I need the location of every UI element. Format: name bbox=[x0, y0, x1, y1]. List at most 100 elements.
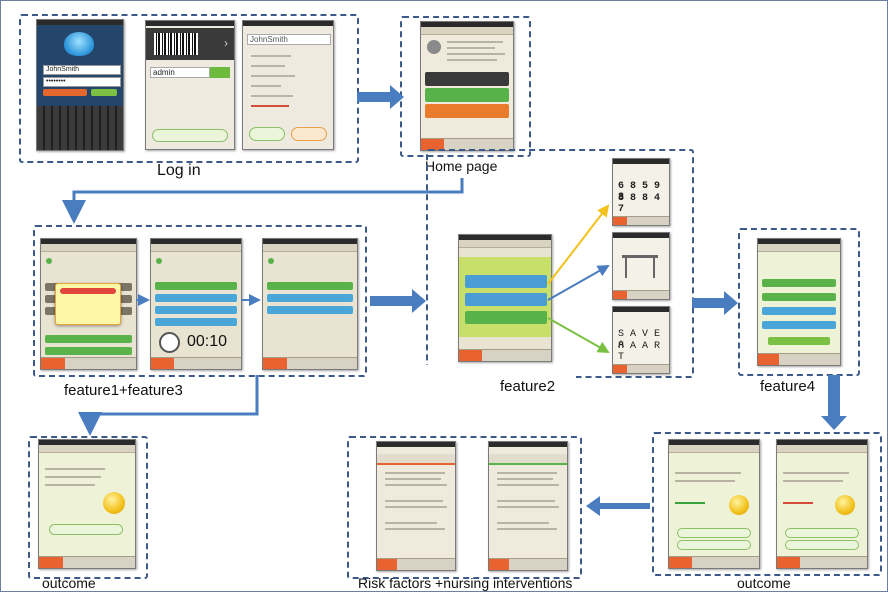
table-leg bbox=[625, 258, 627, 278]
title-bar bbox=[421, 27, 513, 35]
enter-button[interactable] bbox=[152, 129, 228, 142]
patient-info bbox=[447, 59, 497, 61]
task-item-digits[interactable] bbox=[465, 275, 547, 288]
question-row[interactable] bbox=[45, 335, 132, 343]
submit-row[interactable] bbox=[768, 337, 830, 345]
label-outcome-right: outcome bbox=[737, 575, 791, 591]
bottom-nav[interactable] bbox=[489, 558, 567, 570]
outcome-left-group bbox=[28, 436, 148, 579]
tab-bar[interactable] bbox=[377, 454, 455, 465]
bottom-nav[interactable] bbox=[613, 364, 669, 373]
bottom-nav[interactable] bbox=[263, 357, 357, 369]
bottom-nav[interactable] bbox=[758, 353, 840, 365]
login-button[interactable] bbox=[43, 89, 87, 96]
option-row[interactable] bbox=[155, 306, 237, 314]
brain-logo bbox=[64, 32, 94, 56]
bottom-nav[interactable] bbox=[669, 556, 759, 568]
patient-info bbox=[447, 47, 495, 49]
task-item-words[interactable] bbox=[465, 311, 547, 324]
outcome-right-screen-1 bbox=[668, 439, 760, 569]
info-line-red bbox=[251, 105, 289, 107]
result-line bbox=[45, 476, 101, 478]
option-row[interactable] bbox=[155, 318, 237, 326]
smiley-icon bbox=[729, 495, 749, 515]
bottom-nav[interactable] bbox=[151, 357, 241, 369]
status-bar bbox=[41, 239, 136, 244]
question-row[interactable] bbox=[45, 347, 132, 355]
confirm-button[interactable] bbox=[249, 127, 285, 141]
info-line bbox=[251, 85, 281, 87]
menu-item-cam[interactable] bbox=[425, 72, 509, 86]
feature2-label-gap bbox=[424, 365, 576, 379]
back-button[interactable] bbox=[785, 540, 859, 550]
text-line bbox=[385, 472, 445, 474]
option-row[interactable] bbox=[267, 294, 353, 302]
status-bar bbox=[613, 159, 669, 164]
keyboard[interactable] bbox=[37, 106, 123, 150]
result-line bbox=[45, 468, 105, 470]
feature4-screen bbox=[757, 238, 841, 366]
label-risk: Risk factors +nursing interventions bbox=[358, 575, 573, 591]
popup-card[interactable] bbox=[55, 283, 121, 325]
question-row[interactable] bbox=[762, 321, 836, 329]
tab-bar[interactable] bbox=[489, 454, 567, 465]
menu-item-risk[interactable] bbox=[425, 88, 509, 102]
text-line bbox=[497, 484, 559, 486]
digits-row-2: 3 8 8 4 7 bbox=[618, 193, 661, 215]
option-row[interactable] bbox=[155, 282, 237, 290]
sad-face-icon bbox=[835, 495, 855, 515]
username-field[interactable]: JohnSmith bbox=[43, 65, 121, 75]
task-item-pictures[interactable] bbox=[465, 293, 547, 306]
status-bar bbox=[146, 21, 234, 26]
text-line bbox=[497, 522, 549, 524]
status-bar bbox=[777, 440, 867, 445]
table-leg bbox=[653, 258, 655, 278]
result-line bbox=[783, 472, 849, 474]
admin-field[interactable]: admin bbox=[150, 67, 210, 78]
text-line bbox=[497, 506, 559, 508]
next-button[interactable] bbox=[677, 528, 751, 538]
status-bar bbox=[243, 21, 333, 26]
password-field[interactable]: •••••••• bbox=[43, 77, 121, 87]
info-line bbox=[251, 75, 295, 77]
question-row[interactable] bbox=[762, 279, 836, 287]
feature1-screen-1 bbox=[40, 238, 137, 370]
outcome-right-screen-2 bbox=[776, 439, 868, 569]
words-row-2: H A A R T bbox=[618, 341, 661, 363]
barcode-icon bbox=[154, 33, 198, 55]
result-line-green bbox=[675, 502, 705, 504]
result-line bbox=[675, 472, 741, 474]
title-bar bbox=[263, 244, 357, 252]
option-row[interactable] bbox=[155, 294, 237, 302]
back-button[interactable] bbox=[677, 540, 751, 550]
bottom-nav[interactable] bbox=[777, 556, 867, 568]
confirm-button[interactable] bbox=[210, 67, 230, 78]
bottom-nav[interactable] bbox=[613, 290, 669, 299]
bottom-nav[interactable] bbox=[459, 349, 551, 361]
status-bar bbox=[669, 440, 759, 445]
login-screen-3: JohnSmith bbox=[242, 20, 334, 150]
status-bar bbox=[377, 442, 455, 447]
bottom-nav[interactable] bbox=[613, 216, 669, 225]
text-line bbox=[385, 500, 443, 502]
risk-screen-2 bbox=[488, 441, 568, 571]
bottom-nav[interactable] bbox=[41, 357, 136, 369]
question-row[interactable] bbox=[762, 307, 836, 315]
bottom-nav[interactable] bbox=[421, 138, 513, 150]
option-row[interactable] bbox=[267, 282, 353, 290]
result-line bbox=[783, 480, 843, 482]
login-screen-2: › admin bbox=[145, 20, 235, 150]
register-button[interactable] bbox=[91, 89, 117, 96]
user-field[interactable]: JohnSmith bbox=[247, 34, 331, 45]
menu-item-care[interactable] bbox=[425, 104, 509, 118]
green-dot-icon bbox=[46, 258, 52, 264]
bottom-nav[interactable] bbox=[39, 556, 135, 568]
next-button[interactable] bbox=[785, 528, 859, 538]
risk-group bbox=[347, 436, 582, 579]
question-row[interactable] bbox=[762, 293, 836, 301]
bottom-nav[interactable] bbox=[377, 558, 455, 570]
option-row[interactable] bbox=[267, 306, 353, 314]
next-button[interactable] bbox=[49, 524, 123, 535]
back-button[interactable] bbox=[291, 127, 327, 141]
avatar bbox=[427, 40, 441, 54]
